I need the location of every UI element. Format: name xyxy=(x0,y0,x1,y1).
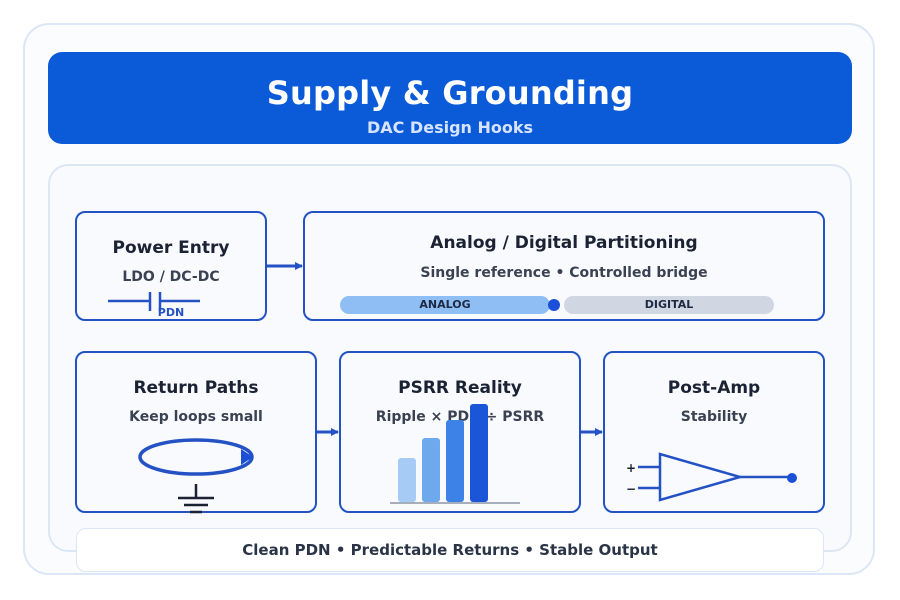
footer-summary: Clean PDN • Predictable Returns • Stable… xyxy=(76,528,824,572)
digital-segment: DIGITAL xyxy=(564,296,774,314)
post-amp-card: Post-Amp Stability xyxy=(603,351,825,513)
post-amp-subtitle: Stability xyxy=(680,409,748,425)
post-amp-title: Post-Amp xyxy=(667,378,761,398)
psrr-title: PSRR Reality xyxy=(398,378,522,398)
ground-icon xyxy=(178,484,214,514)
psrr-subtitle: Ripple × PDN ÷ PSRR xyxy=(375,409,545,425)
title-banner: Supply & Grounding DAC Design Hooks xyxy=(48,52,852,144)
return-paths-subtitle: Keep loops small xyxy=(129,409,263,425)
bridge-dot xyxy=(548,299,560,311)
analog-segment: ANALOG xyxy=(340,296,550,314)
op-amp-icon xyxy=(638,452,797,502)
return-paths-title: Return Paths xyxy=(133,378,259,398)
partitioning-title: Analog / Digital Partitioning xyxy=(430,233,698,253)
page-title: Supply & Grounding xyxy=(266,74,634,112)
plus-sign: + xyxy=(626,461,636,475)
power-entry-card: Power Entry LDO / DC-DC xyxy=(75,211,267,321)
minus-sign: − xyxy=(626,482,636,496)
current-loop-icon xyxy=(138,438,254,476)
power-entry-title: Power Entry xyxy=(112,238,230,258)
page-subtitle: DAC Design Hooks xyxy=(366,118,534,137)
power-entry-subtitle: LDO / DC-DC xyxy=(122,269,220,285)
pdn-label: PDN xyxy=(158,306,184,319)
psrr-bars-icon xyxy=(390,404,520,504)
partitioning-subtitle: Single reference • Controlled bridge xyxy=(420,265,708,281)
capacitor-icon xyxy=(108,292,200,311)
